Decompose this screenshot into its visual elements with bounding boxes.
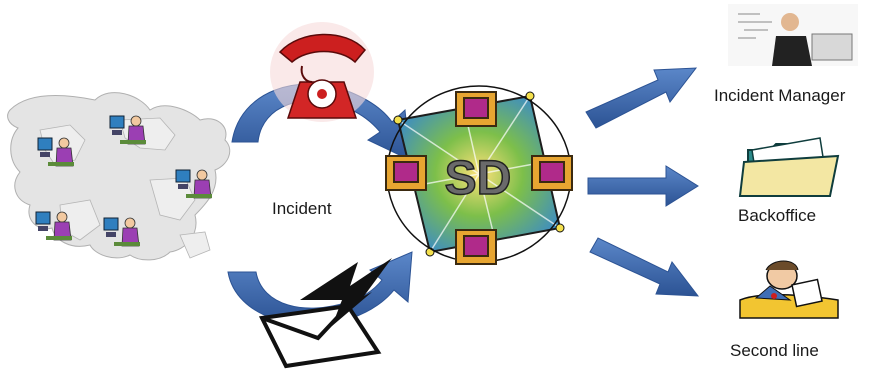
telephone-icon: [270, 22, 374, 122]
arrow-to-incident-manager: [586, 68, 696, 128]
arrow-to-backoffice: [588, 166, 698, 206]
presenter-icon: [728, 4, 858, 66]
service-desk-label: SD: [445, 152, 512, 205]
target-label-incident-manager: Incident Manager: [714, 86, 845, 106]
incident-label: Incident: [272, 199, 332, 219]
target-label-second-line: Second line: [730, 341, 819, 361]
folder-icon: [740, 138, 838, 196]
arrow-to-second-line: [590, 238, 698, 296]
target-label-backoffice: Backoffice: [738, 206, 816, 226]
stressed-worker-icon: [734, 256, 842, 320]
service-desk-icon: SD: [386, 86, 572, 264]
